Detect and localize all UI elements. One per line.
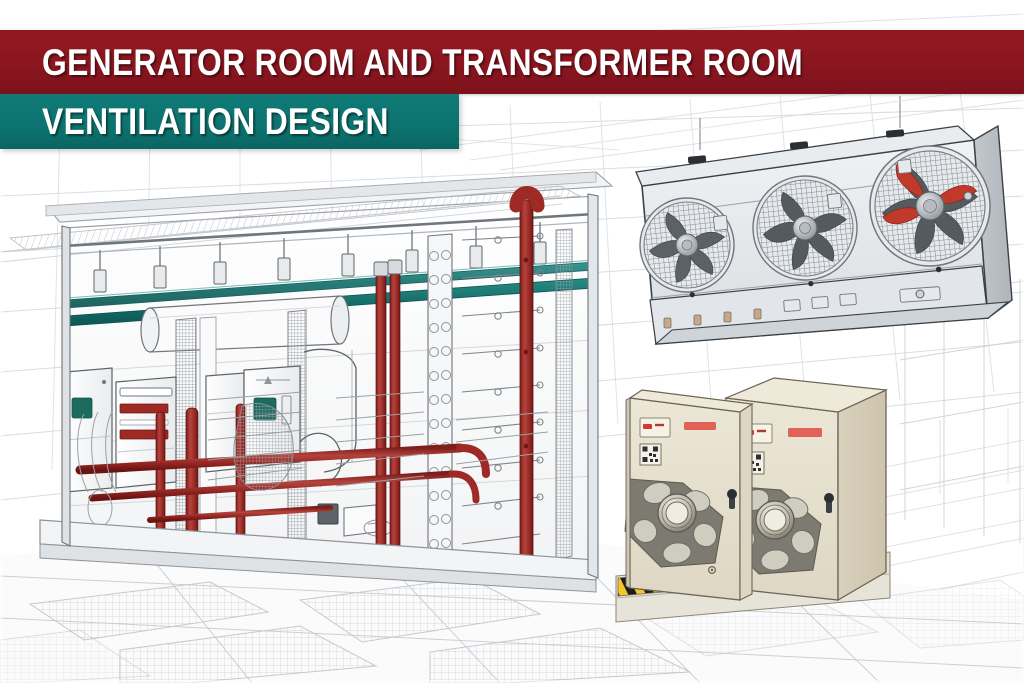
perforated-column	[427, 233, 453, 567]
generator-room	[0, 171, 614, 593]
filter-mesh	[233, 402, 294, 491]
red-louvre	[119, 403, 169, 414]
cabinet-handle-2	[824, 493, 834, 513]
ceiling-slab	[0, 171, 614, 263]
cabinet-label-plate	[639, 417, 671, 438]
panel-indicator	[71, 397, 93, 419]
cabinet-1	[624, 389, 754, 601]
room-plinth	[39, 519, 597, 593]
flexible-conduit	[299, 348, 357, 487]
fan-1	[639, 197, 735, 298]
title-line-1: GENERATOR ROOM AND TRANSFORMER ROOM	[42, 41, 803, 83]
cabinet-red-strip	[684, 422, 716, 430]
qr-code	[639, 443, 662, 466]
cabinet-red-strip	[788, 428, 822, 437]
title-line-2: VENTILATION DESIGN	[42, 101, 389, 142]
cabinet-fan-wheel-1	[624, 478, 724, 568]
transformer-cabinets	[615, 377, 891, 623]
cabinet-handle-1	[727, 489, 737, 509]
title-banner-primary: GENERATOR ROOM AND TRANSFORMER ROOM	[0, 30, 1024, 94]
evaporator-unit	[635, 96, 1013, 345]
fan-3	[869, 145, 991, 273]
title-banner-secondary: VENTILATION DESIGN	[0, 94, 459, 149]
